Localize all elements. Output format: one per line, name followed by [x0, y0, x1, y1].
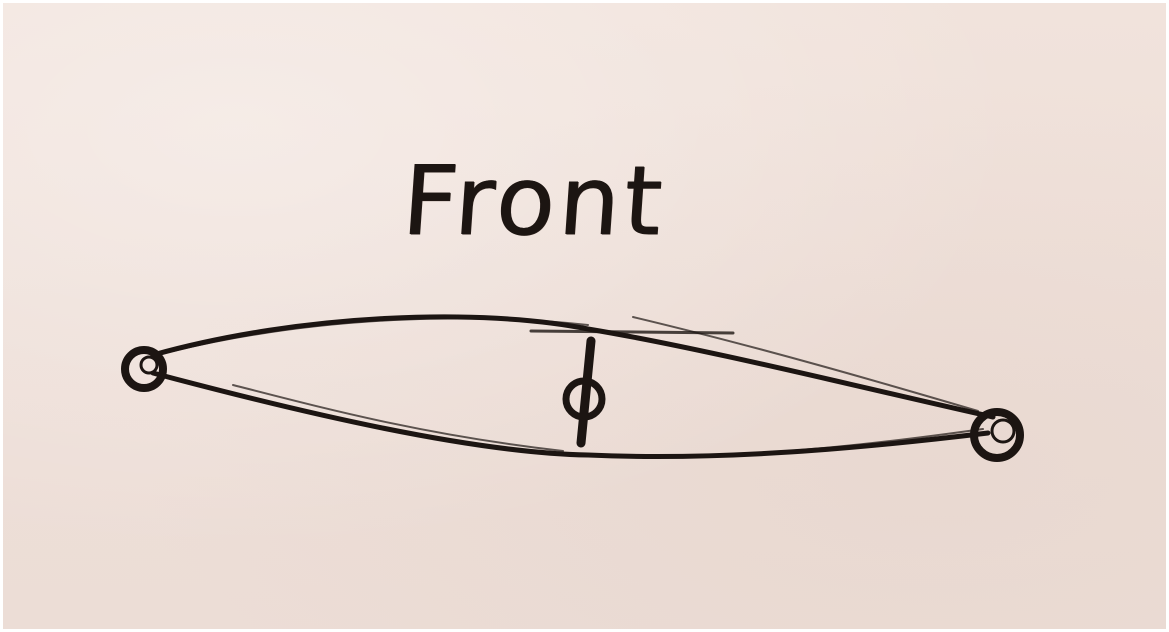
- upper-bar-stroke: [531, 331, 733, 333]
- left-end-point: [125, 350, 163, 388]
- center-mast: [581, 341, 591, 443]
- lower-hull-sketch-stroke: [233, 385, 563, 451]
- boat-front-view-sketch: [3, 3, 1169, 632]
